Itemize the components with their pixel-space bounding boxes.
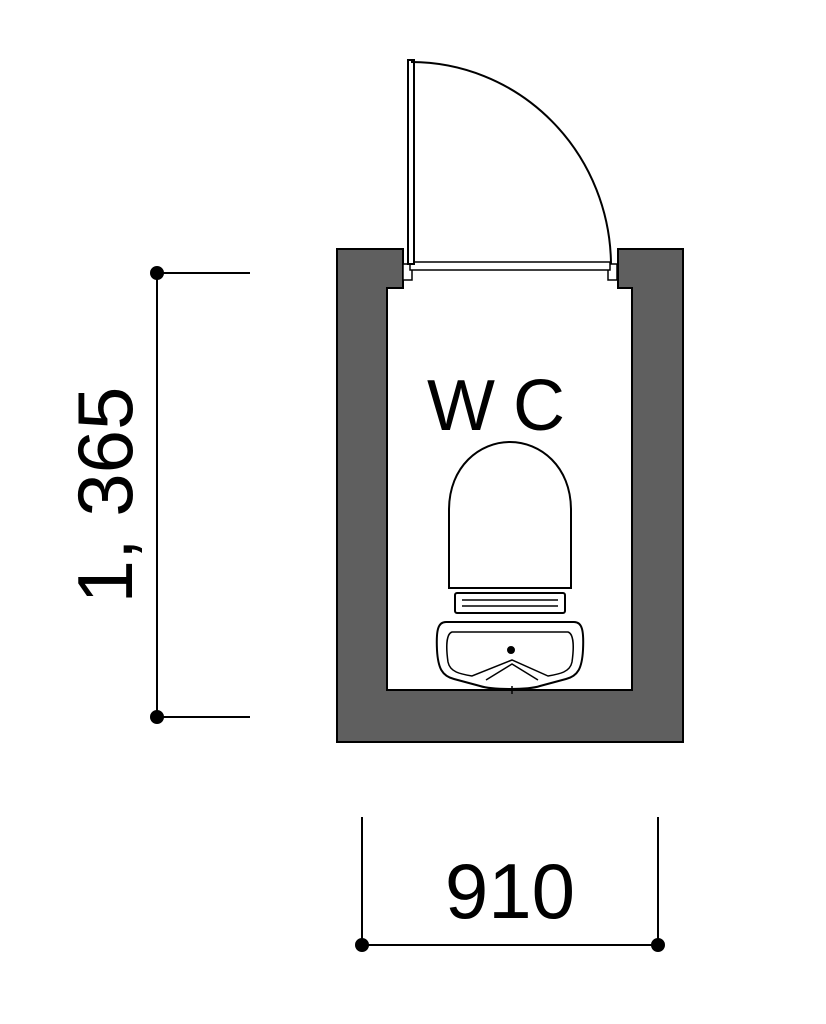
depth-endpoint-top [150,266,164,280]
room-label: WC [427,366,583,446]
toilet-icon [435,440,585,694]
width-label: 910 [445,847,575,935]
width-dimension [355,817,665,952]
door-threshold [409,261,611,271]
toilet-flush-button [507,646,515,654]
toilet-lid [448,440,572,589]
toilet-hinge [454,592,566,614]
width-endpoint-right [651,938,665,952]
door-swing-icon [407,59,612,265]
toilet-tank-inner [446,631,574,677]
door-arc [410,61,612,265]
depth-endpoint-bottom [150,710,164,724]
door-jamb-right [607,263,618,281]
depth-dimension [150,266,250,724]
depth-label: 1, 365 [61,387,149,604]
wall-outline [336,248,684,743]
width-endpoint-left [355,938,369,952]
door-leaf [407,59,415,265]
